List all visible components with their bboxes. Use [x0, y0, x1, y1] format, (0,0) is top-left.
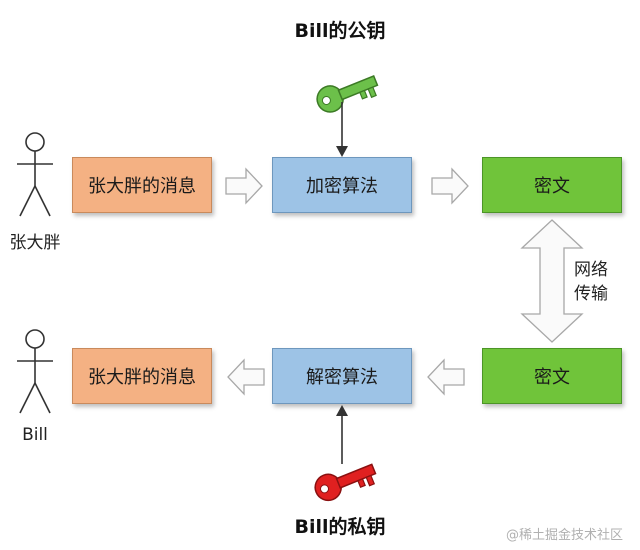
- ciphertext-box-bottom: 密文: [482, 348, 622, 404]
- decrypt-algorithm-box: 解密算法: [272, 348, 412, 404]
- public-key-icon: [316, 75, 379, 113]
- private-key-title: Bill的私钥: [294, 516, 386, 538]
- sender-person-icon: [17, 132, 53, 217]
- flow-arrow-right-icon: [431, 167, 469, 205]
- receiver-person-icon: [17, 329, 53, 414]
- flow-arrow-right-icon: [225, 167, 263, 205]
- sender-message-box: 张大胖的消息: [72, 157, 212, 213]
- public-key-down-arrow-icon: [336, 102, 348, 157]
- sender-name-label: 张大胖: [9, 233, 61, 253]
- ciphertext-box-top: 密文: [482, 157, 622, 213]
- flow-arrow-left-icon: [227, 358, 265, 396]
- network-double-arrow-icon: [520, 219, 584, 343]
- network-label-line1: 网络: [574, 260, 608, 280]
- watermark: @稀土掘金技术社区: [506, 528, 624, 543]
- encrypt-algorithm-box: 加密算法: [272, 157, 412, 213]
- public-key-title: Bill的公钥: [294, 20, 386, 42]
- private-key-up-arrow-icon: [336, 405, 348, 464]
- flow-arrow-left-icon: [427, 358, 465, 396]
- network-label-line2: 传输: [574, 284, 608, 304]
- private-key-icon: [314, 463, 377, 502]
- receiver-name-label: Bill: [22, 425, 48, 445]
- receiver-message-box: 张大胖的消息: [72, 348, 212, 404]
